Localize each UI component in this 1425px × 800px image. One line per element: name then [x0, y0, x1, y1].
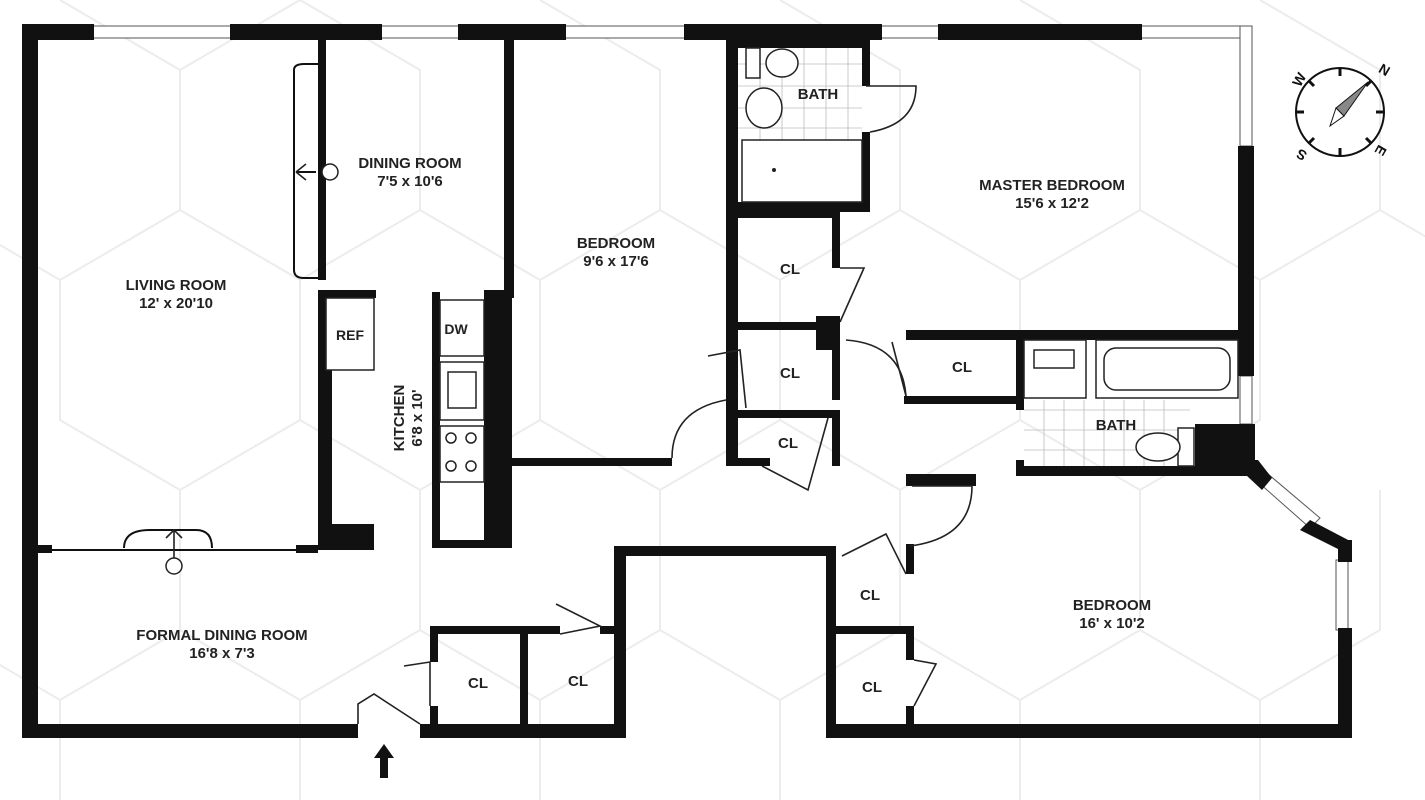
master-bedroom-name: MASTER BEDROOM — [979, 177, 1125, 194]
formal-dining-dims: 16'8 x 7'3 — [189, 645, 255, 662]
entry-arrows — [165, 163, 394, 778]
closet-label: CL — [468, 675, 488, 692]
living-room-dims: 12' x 20'10 — [139, 295, 213, 312]
compass-icon: N E S W — [1289, 60, 1393, 164]
closet-label: CL — [952, 359, 972, 376]
dining-room-name: DINING ROOM — [358, 155, 461, 172]
closet-label: CL — [860, 587, 880, 604]
room-labels: LIVING ROOM 12' x 20'10 DINING ROOM 7'5 … — [126, 86, 1152, 662]
master-bedroom-dims: 15'6 x 12'2 — [1015, 195, 1089, 212]
compass-w: W — [1289, 69, 1310, 89]
bedroom-2-name: BEDROOM — [1073, 597, 1151, 614]
fixtures — [123, 47, 1239, 575]
dw-label: DW — [444, 321, 468, 337]
bedroom-1-name: BEDROOM — [577, 235, 655, 252]
bath-1-name: BATH — [798, 86, 839, 103]
compass-s: S — [1293, 146, 1309, 165]
dining-room-dims: 7'5 x 10'6 — [377, 173, 443, 190]
closet-label: CL — [780, 365, 800, 382]
bedroom-2-dims: 16' x 10'2 — [1079, 615, 1145, 632]
bedroom-1-dims: 9'6 x 17'6 — [583, 253, 649, 270]
closet-label: CL — [778, 435, 798, 452]
kitchen-name: KITCHEN — [391, 385, 408, 452]
closet-label: CL — [780, 261, 800, 278]
walls — [22, 24, 1352, 738]
ref-label: REF — [336, 327, 364, 343]
closet-labels: CL CL CL CL CL CL CL CL — [468, 261, 972, 696]
living-room-name: LIVING ROOM — [126, 277, 227, 294]
kitchen-dims: 6'8 x 10' — [409, 389, 426, 446]
closet-label: CL — [862, 679, 882, 696]
doors — [357, 85, 973, 725]
formal-dining-name: FORMAL DINING ROOM — [136, 627, 307, 644]
closet-label: CL — [568, 673, 588, 690]
bath-1-tiles — [738, 48, 862, 140]
compass-n: N — [1376, 60, 1393, 79]
bath-2-name: BATH — [1096, 417, 1137, 434]
windows — [91, 25, 1349, 631]
